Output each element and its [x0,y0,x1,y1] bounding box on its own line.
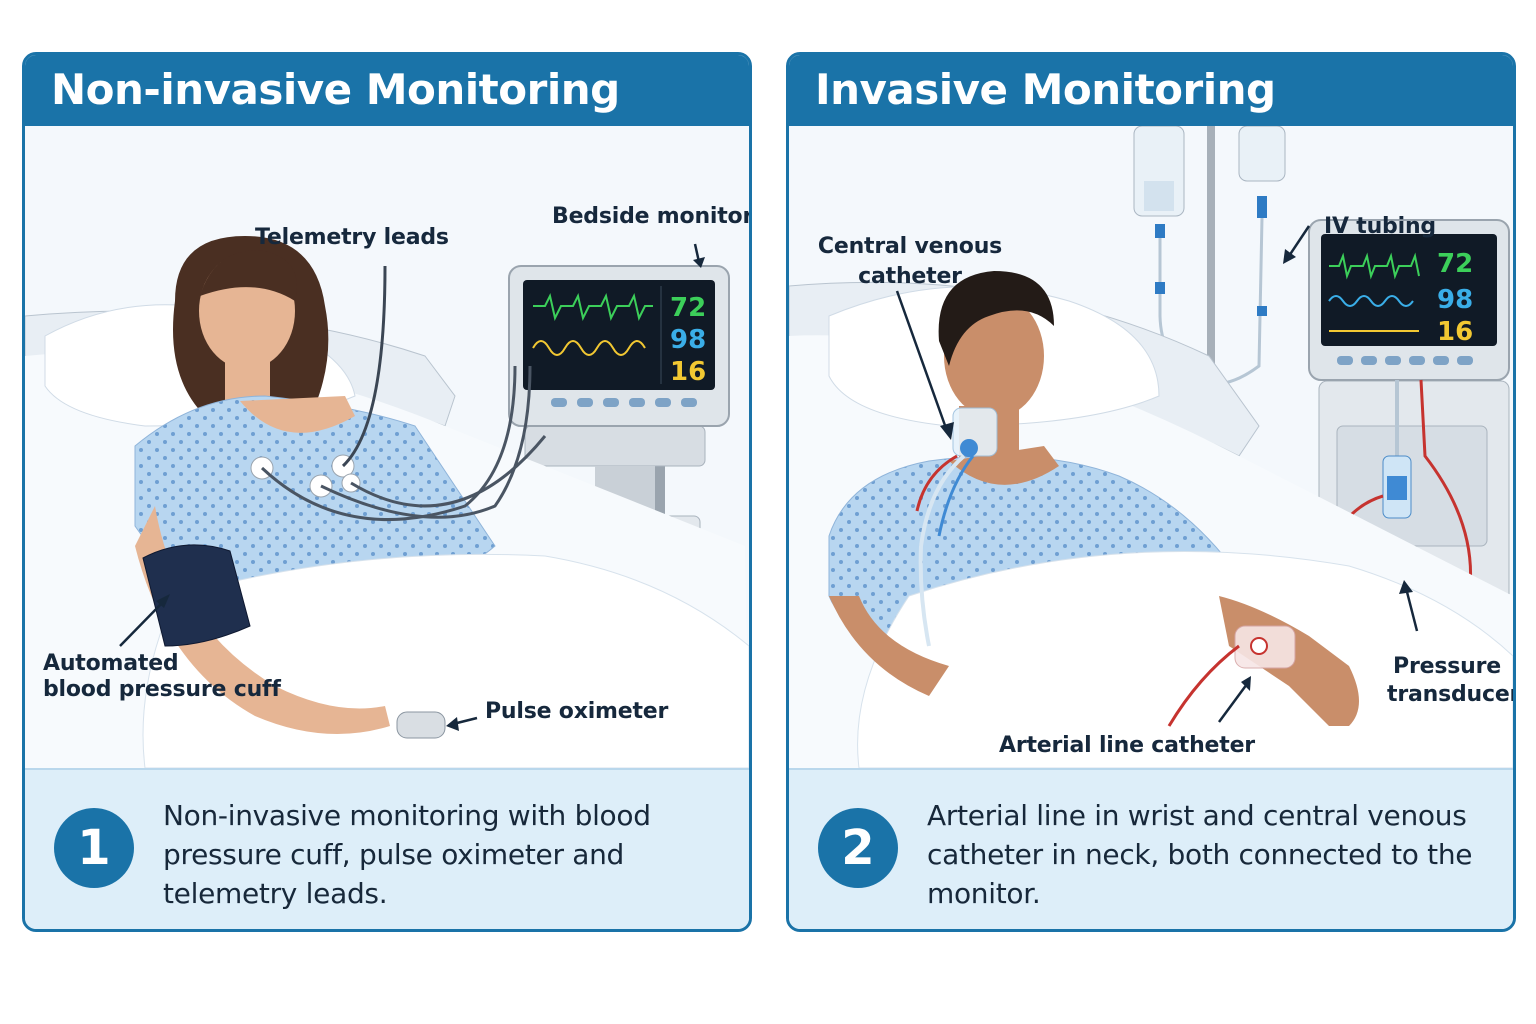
iv-pole [1133,126,1286,416]
bedside-monitor: 72 98 16 [508,265,730,427]
panel-header: Non-invasive Monitoring [25,55,749,126]
panel-title: Invasive Monitoring [815,65,1276,114]
step-number: 1 [54,808,134,888]
label-central-venous-catheter: Central venous catheter [817,234,1003,289]
label-arterial-line-catheter: Arterial line catheter [999,733,1255,758]
label-bedside-monitor: Bedside monitor [552,204,752,229]
caption-text: Arterial line in wrist and central venou… [927,799,1473,910]
monitor-value-hr: 72 [1437,249,1473,279]
illustration-invasive: 72 98 16 [789,126,1513,768]
annotation-arrows [895,225,1419,723]
monitor-value-hr: 72 [670,293,706,323]
label-bp-cuff: Automated blood pressure cuff [43,651,281,702]
caption-area: 2 Arterial line in wrist and central ven… [789,768,1513,929]
non-invasive-scene: 72 98 16 [25,126,749,768]
label-iv-tubing: IV tubing [1324,214,1436,239]
monitor-value-resp: 16 [670,357,706,387]
panel-non-invasive: Non-invasive Monitoring [22,52,752,932]
monitor-value-spo2: 98 [670,325,706,355]
panel-invasive: Invasive Monitoring [786,52,1516,932]
step-number: 2 [818,808,898,888]
annotation-arrows [119,243,705,731]
label-pulse-oximeter: Pulse oximeter [485,699,669,724]
label-pressure-transducer: Pressure transducer [1387,654,1516,707]
caption-area: 1 Non-invasive monitoring with blood pre… [25,768,749,929]
patient-male [828,271,1513,768]
patient-female [134,236,749,768]
monitor-value-resp: 16 [1437,317,1473,347]
invasive-scene: 72 98 16 [789,126,1513,768]
illustration-non-invasive: 72 98 16 [25,126,749,768]
caption-text: Non-invasive monitoring with blood press… [163,799,651,910]
label-telemetry-leads: Telemetry leads [255,225,449,250]
panel-title: Non-invasive Monitoring [51,65,620,114]
monitor-value-spo2: 98 [1437,285,1473,315]
panel-header: Invasive Monitoring [789,55,1513,126]
bedside-monitor: 72 98 16 [1308,219,1510,381]
